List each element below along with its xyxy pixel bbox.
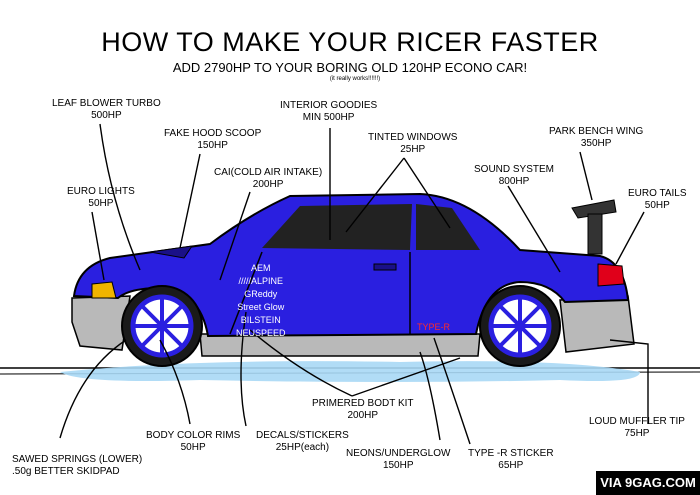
underglow	[60, 361, 640, 382]
rear-bumper	[559, 295, 635, 353]
hood-scoop	[149, 245, 194, 259]
pointer-lines	[59, 123, 649, 445]
door-handle	[373, 263, 397, 271]
page-title: HOW TO MAKE YOUR RICER FASTER	[101, 27, 599, 57]
page-subtitle: ADD 2790HP TO YOUR BORING OLD 120HP ECON…	[172, 60, 528, 75]
label-cai: CAI(COLD AIR INTAKE)200HP	[214, 167, 323, 190]
subtitle-note: (it really works!!!!!!)	[329, 76, 381, 82]
headlight	[91, 281, 117, 299]
label-springs: SAWED SPRINGS (LOWER).50g BETTER SKIDPAD	[12, 454, 143, 477]
park-bench-wing	[571, 199, 617, 219]
front-wheel	[121, 285, 203, 367]
tail-light	[597, 263, 625, 287]
wing-stand	[587, 213, 603, 255]
door-line-2	[229, 251, 263, 335]
front-window	[262, 204, 412, 250]
rear-wheel	[479, 285, 561, 367]
rear-window	[416, 204, 480, 250]
type-r-decal: TYPE-R	[417, 322, 451, 332]
watermark: VIA 9GAG.COM	[596, 471, 700, 495]
